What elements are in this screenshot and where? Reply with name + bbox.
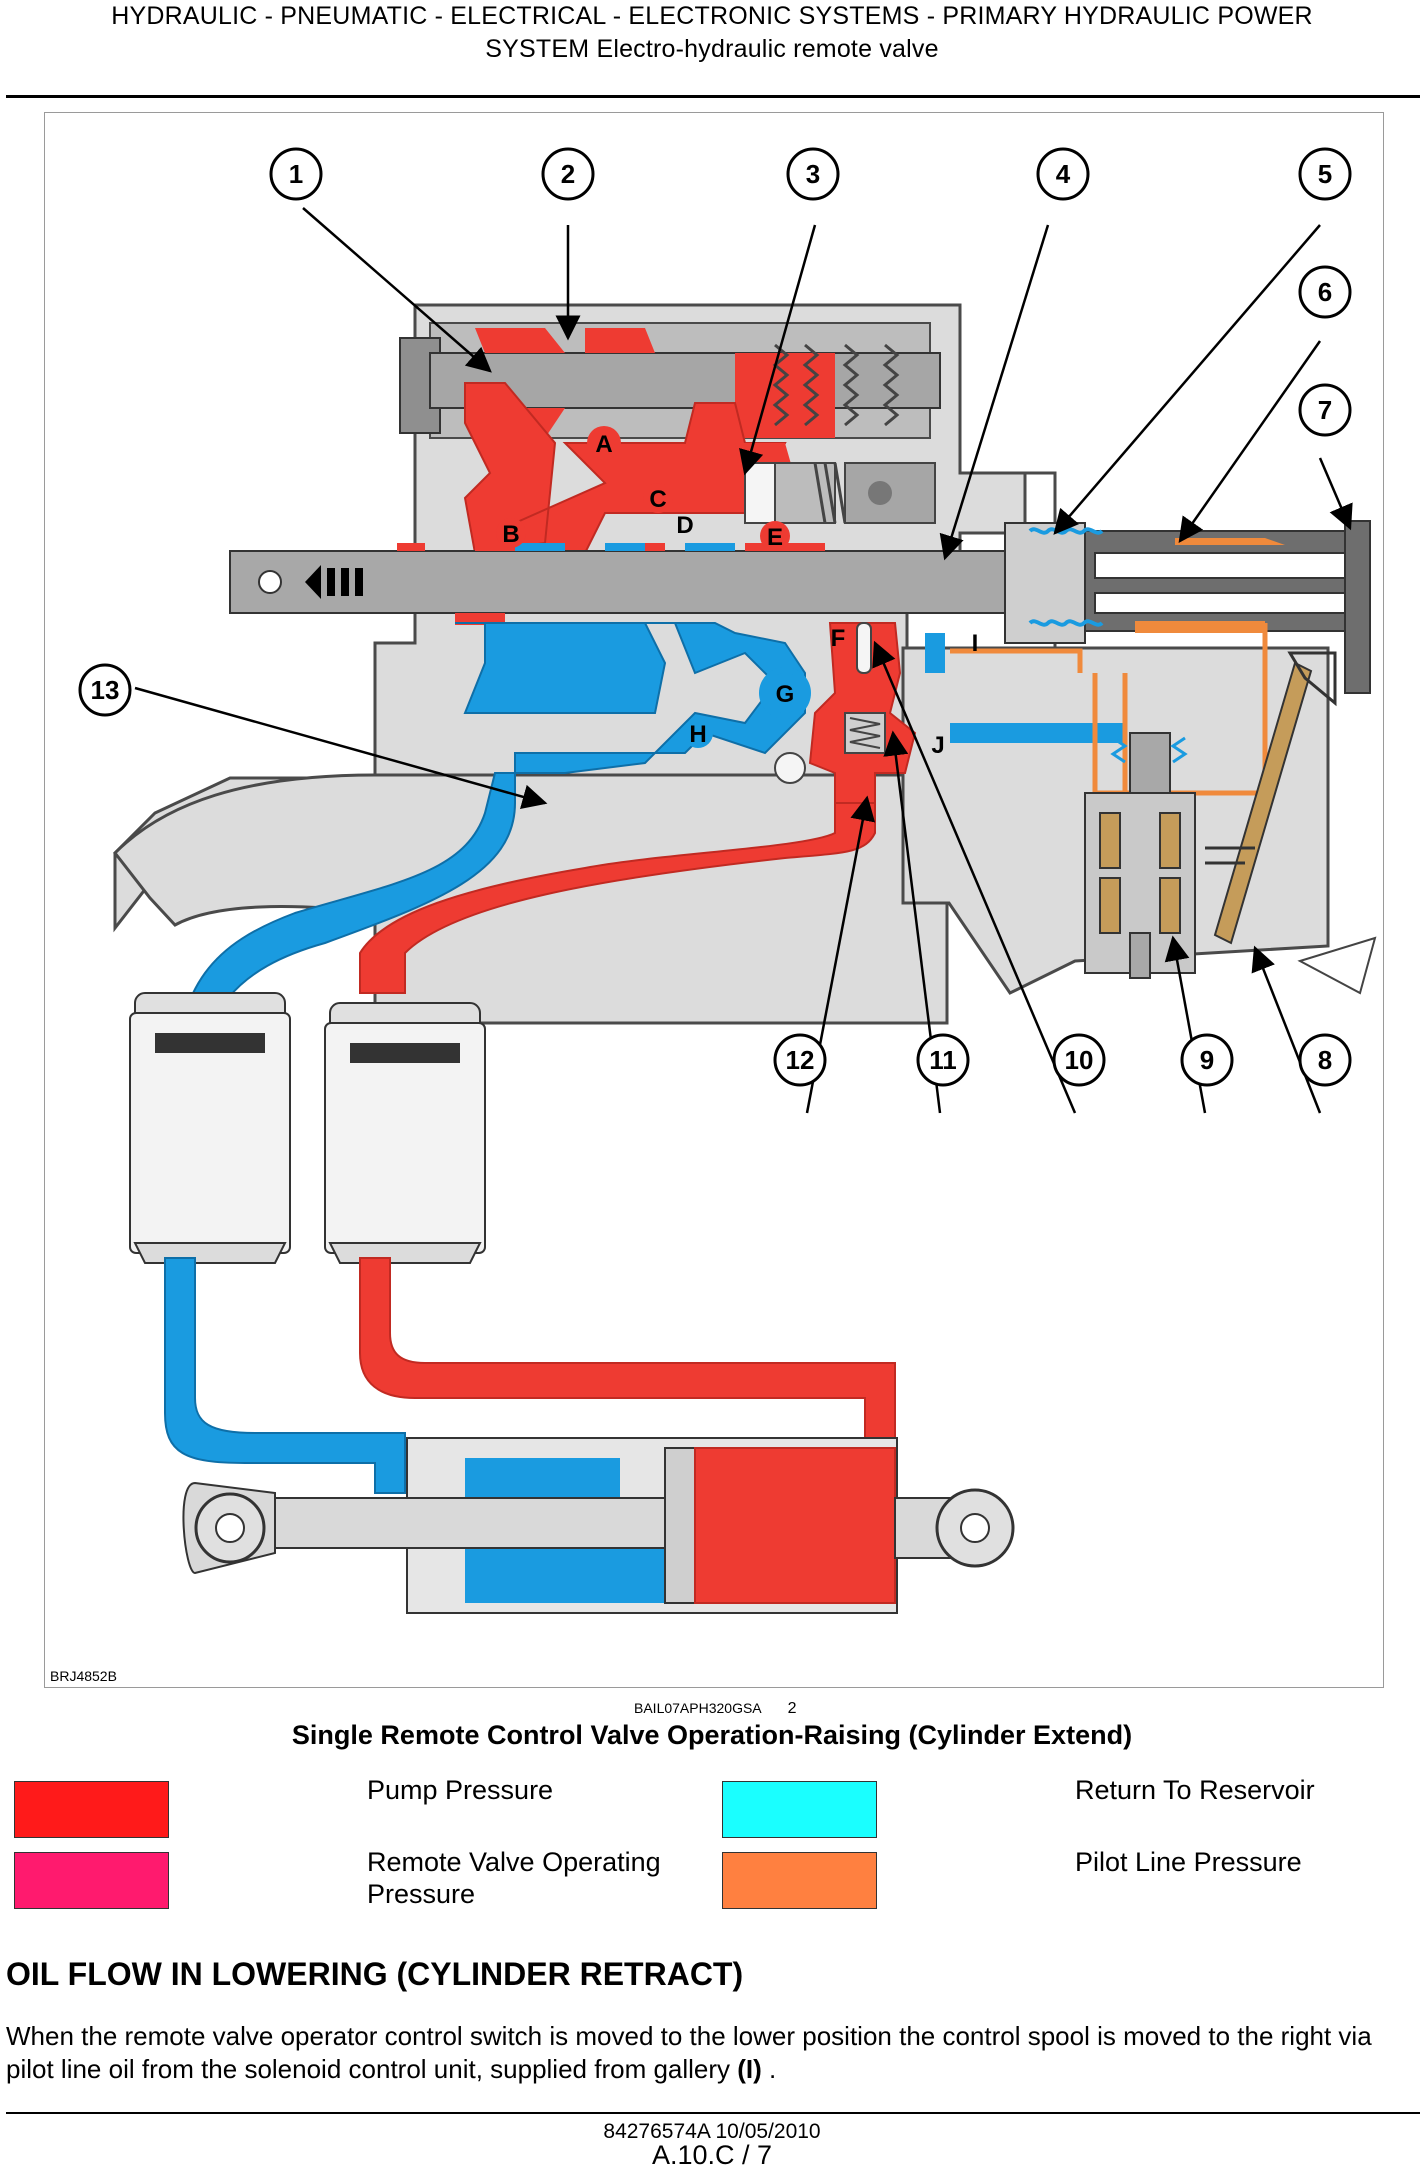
callout-2: 2: [541, 147, 595, 201]
figure-caption: Single Remote Control Valve Operation-Ra…: [291, 1720, 1133, 1750]
body-text-gallery: (I): [737, 2054, 762, 2084]
port-G: G: [765, 673, 805, 713]
hydraulic-diagram: A B C D E F G H I J: [44, 112, 1384, 1688]
legend-swatch-pump-pressure: [14, 1781, 169, 1838]
return-hose: [164, 1257, 406, 1494]
port-H: H: [683, 718, 713, 748]
section-heading: OIL FLOW IN LOWERING (CYLINDER RETRACT): [6, 1956, 744, 1992]
figure-image-id: BRJ4852B: [50, 1668, 117, 1684]
svg-text:7: 7: [1318, 395, 1332, 425]
svg-text:13: 13: [91, 675, 120, 705]
coupler-right: [324, 1002, 486, 1264]
callout-4: 4: [1036, 147, 1090, 201]
svg-text:3: 3: [806, 159, 820, 189]
svg-text:5: 5: [1318, 159, 1332, 189]
svg-text:H: H: [689, 721, 706, 748]
port-I: I: [972, 630, 979, 657]
callout-8: 8: [1298, 1033, 1352, 1087]
leader-lines: [134, 207, 1353, 1114]
port-J: J: [931, 732, 944, 759]
svg-text:G: G: [776, 681, 795, 708]
callout-6: 6: [1298, 265, 1352, 319]
control-spool: [229, 550, 1021, 614]
svg-text:I: I: [972, 630, 979, 657]
legend-swatch-return-to-reservoir: [722, 1781, 877, 1838]
callout-3: 3: [786, 147, 840, 201]
figure-number: 2: [787, 1700, 797, 1717]
svg-text:J: J: [931, 732, 944, 759]
legend-label-pilot-line-pressure: Pilot Line Pressure: [1075, 1847, 1302, 1877]
callout-13: 13: [78, 663, 132, 717]
coupler-left: [129, 992, 291, 1264]
svg-text:10: 10: [1065, 1045, 1094, 1075]
callout-11: 11: [916, 1033, 970, 1087]
port-A: A: [587, 426, 621, 460]
header-line-2: SYSTEM Electro-hydraulic remote valve: [485, 35, 939, 63]
body-text-start: When the remote valve operator control s…: [6, 2021, 1372, 2084]
legend-swatch-remote-valve-operating-pressure: [14, 1852, 169, 1909]
port-D: D: [676, 512, 693, 539]
svg-text:D: D: [676, 512, 693, 539]
footer-divider: [6, 2112, 1420, 2114]
callout-12: 12: [773, 1033, 827, 1087]
figure-ref-code: BAIL07APH320GSA: [634, 1700, 762, 1716]
svg-text:C: C: [649, 486, 666, 513]
port-E: E: [760, 521, 790, 551]
svg-text:A: A: [595, 431, 612, 458]
port-F: F: [831, 625, 846, 652]
port-letters: A B C D E F G H I J: [496, 426, 978, 759]
callout-10: 10: [1052, 1033, 1106, 1087]
svg-text:E: E: [767, 524, 783, 551]
svg-text:1: 1: [289, 159, 303, 189]
port-B: B: [496, 518, 526, 548]
svg-text:11: 11: [929, 1045, 957, 1075]
svg-text:F: F: [831, 625, 846, 652]
legend-label-pump-pressure: Pump Pressure: [367, 1775, 554, 1805]
callout-7: 7: [1298, 383, 1352, 437]
actuator-rod: [1213, 661, 1313, 945]
callout-9: 9: [1180, 1033, 1234, 1087]
footer-document-ref: 84276574A 10/05/2010: [603, 2120, 821, 2143]
footer-page-number: A.10.C / 7: [651, 2140, 773, 2170]
svg-text:B: B: [502, 521, 519, 548]
header-divider: [6, 95, 1420, 98]
legend-swatch-pilot-line-pressure: [722, 1852, 877, 1909]
callout-1: 1: [269, 147, 323, 201]
valve-cross-section: A B C D E F G H I J: [78, 147, 1377, 1614]
svg-text:4: 4: [1056, 159, 1071, 189]
hydraulic-cylinder: [182, 1437, 1015, 1614]
svg-text:8: 8: [1318, 1045, 1332, 1075]
page-header: HYDRAULIC - PNEUMATIC - ELECTRICAL - ELE…: [0, 0, 1424, 66]
svg-text:6: 6: [1318, 277, 1332, 307]
figure-reference: BAIL07APH320GSA 2: [634, 1700, 797, 1718]
header-line-1: HYDRAULIC - PNEUMATIC - ELECTRICAL - ELE…: [111, 2, 1313, 30]
legend-label-return-to-reservoir: Return To Reservoir: [1075, 1775, 1315, 1805]
svg-text:9: 9: [1200, 1045, 1214, 1075]
svg-text:12: 12: [786, 1045, 815, 1075]
legend-label-remote-valve-operating-pressure: Remote Valve Operating Pressure: [367, 1847, 661, 1909]
section-body: When the remote valve operator control s…: [6, 2020, 1424, 2086]
svg-text:2: 2: [561, 159, 575, 189]
callouts: 1 2 3 4 5 6 7 8 9 10 11 12 13: [78, 147, 1352, 1087]
port-C: C: [643, 483, 673, 513]
callout-5: 5: [1298, 147, 1352, 201]
body-text-end: .: [761, 2054, 777, 2084]
